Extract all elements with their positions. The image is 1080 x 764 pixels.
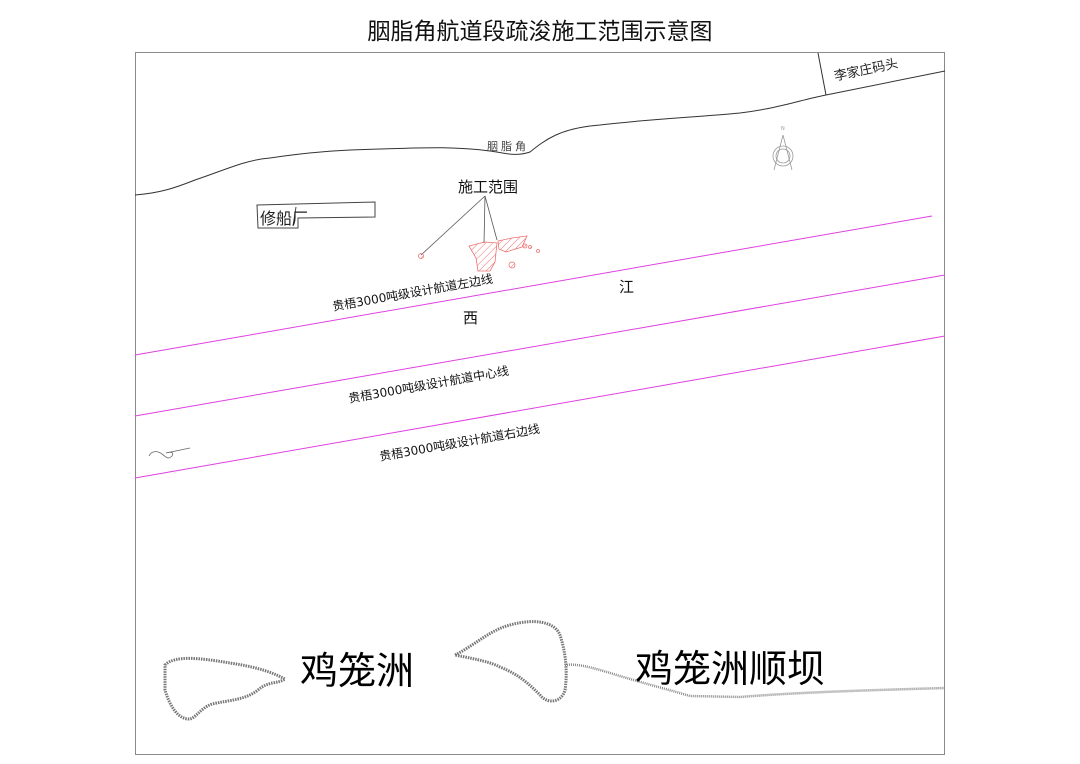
label-river-jiang: 江 (619, 278, 635, 296)
map-frame (135, 52, 945, 755)
dam-head-outline (450, 620, 568, 703)
north-arrow-icon: N (772, 126, 794, 171)
construction-leaders (420, 195, 498, 256)
channel-left-line (134, 215, 933, 356)
label-construction-area: 施工范围 (458, 178, 519, 196)
label-shipyard: 修船厂 (260, 209, 309, 228)
label-island: 鸡笼洲 (300, 649, 415, 693)
shipyard-outline (256, 201, 376, 229)
construction-areas (418, 235, 540, 272)
flow-direction-icon (148, 447, 191, 459)
wharf-boundary (817, 52, 827, 96)
dam-line (564, 663, 946, 699)
channel-right-line (134, 335, 946, 479)
label-yanzhijiao: 胭脂角 (487, 140, 529, 153)
channel-center-line (134, 274, 946, 417)
label-dam: 鸡笼洲顺坝 (635, 647, 826, 691)
svg-text:N: N (781, 126, 785, 132)
label-river-xi: 西 (463, 309, 479, 327)
map-title: 胭脂角航道段疏浚施工范围示意图 (367, 19, 713, 45)
island-outline (163, 656, 288, 721)
north-shoreline (134, 70, 946, 196)
